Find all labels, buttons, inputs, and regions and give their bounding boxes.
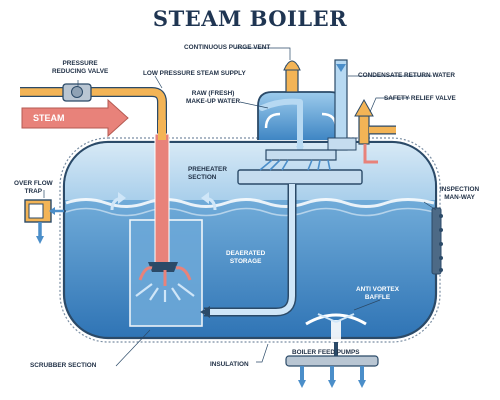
leader-lines <box>43 47 437 367</box>
condensate-return-pipe <box>327 59 357 151</box>
over-flow-trap <box>24 199 66 244</box>
label-preheater-section: PREHEATER SECTION <box>188 166 227 181</box>
label-low-pressure-steam-supply: LOW PRESSURE STEAM SUPPLY <box>143 70 246 77</box>
anti-vortex-baffle <box>305 313 367 342</box>
label-anti-vortex-baffle: ANTI VORTEX BAFFLE <box>356 286 399 301</box>
steam-arrow <box>21 98 129 138</box>
label-safety-relief-valve: SAFETY RELIEF VALVE <box>384 95 456 102</box>
label-pressure-reducing-valve: PRESSURE REDUCING VALVE <box>52 60 109 75</box>
pressure-reducing-valve <box>62 83 92 102</box>
label-inspection-man-way: INSPECTION MAN-WAY <box>440 186 480 201</box>
label-raw-make-up-water: RAW (FRESH) MAKE-UP WATER <box>186 90 241 105</box>
label-continuous-purge-vent: CONTINUOUS PURGE VENT <box>184 44 271 51</box>
label-scrubber-section: SCRUBBER SECTION <box>30 362 97 369</box>
steam-plume <box>138 266 192 286</box>
label-insulation: INSULATION <box>210 361 249 368</box>
safety-relief-valve <box>354 98 396 164</box>
downcomer-pipe <box>200 184 297 318</box>
label-boiler-feed-pumps: BOILER FEED PUMPS <box>292 349 360 356</box>
label-over-flow-trap: OVER FLOW TRAP <box>14 180 53 195</box>
label-condensate-return-water: CONDENSATE RETURN WATER <box>358 72 456 79</box>
page-title: STEAM BOILER <box>152 6 348 31</box>
spray-distributor <box>237 149 363 185</box>
label-steam: STEAM <box>33 113 65 123</box>
label-deaerated-storage: DEAERATED STORAGE <box>226 250 266 265</box>
water-surface <box>65 198 435 208</box>
scrubber-column <box>110 120 217 327</box>
steam-supply-line <box>20 83 167 176</box>
continuous-purge-vent <box>283 60 301 71</box>
boiler-feed-pumps <box>285 342 379 388</box>
inspection-man-way <box>431 207 443 275</box>
